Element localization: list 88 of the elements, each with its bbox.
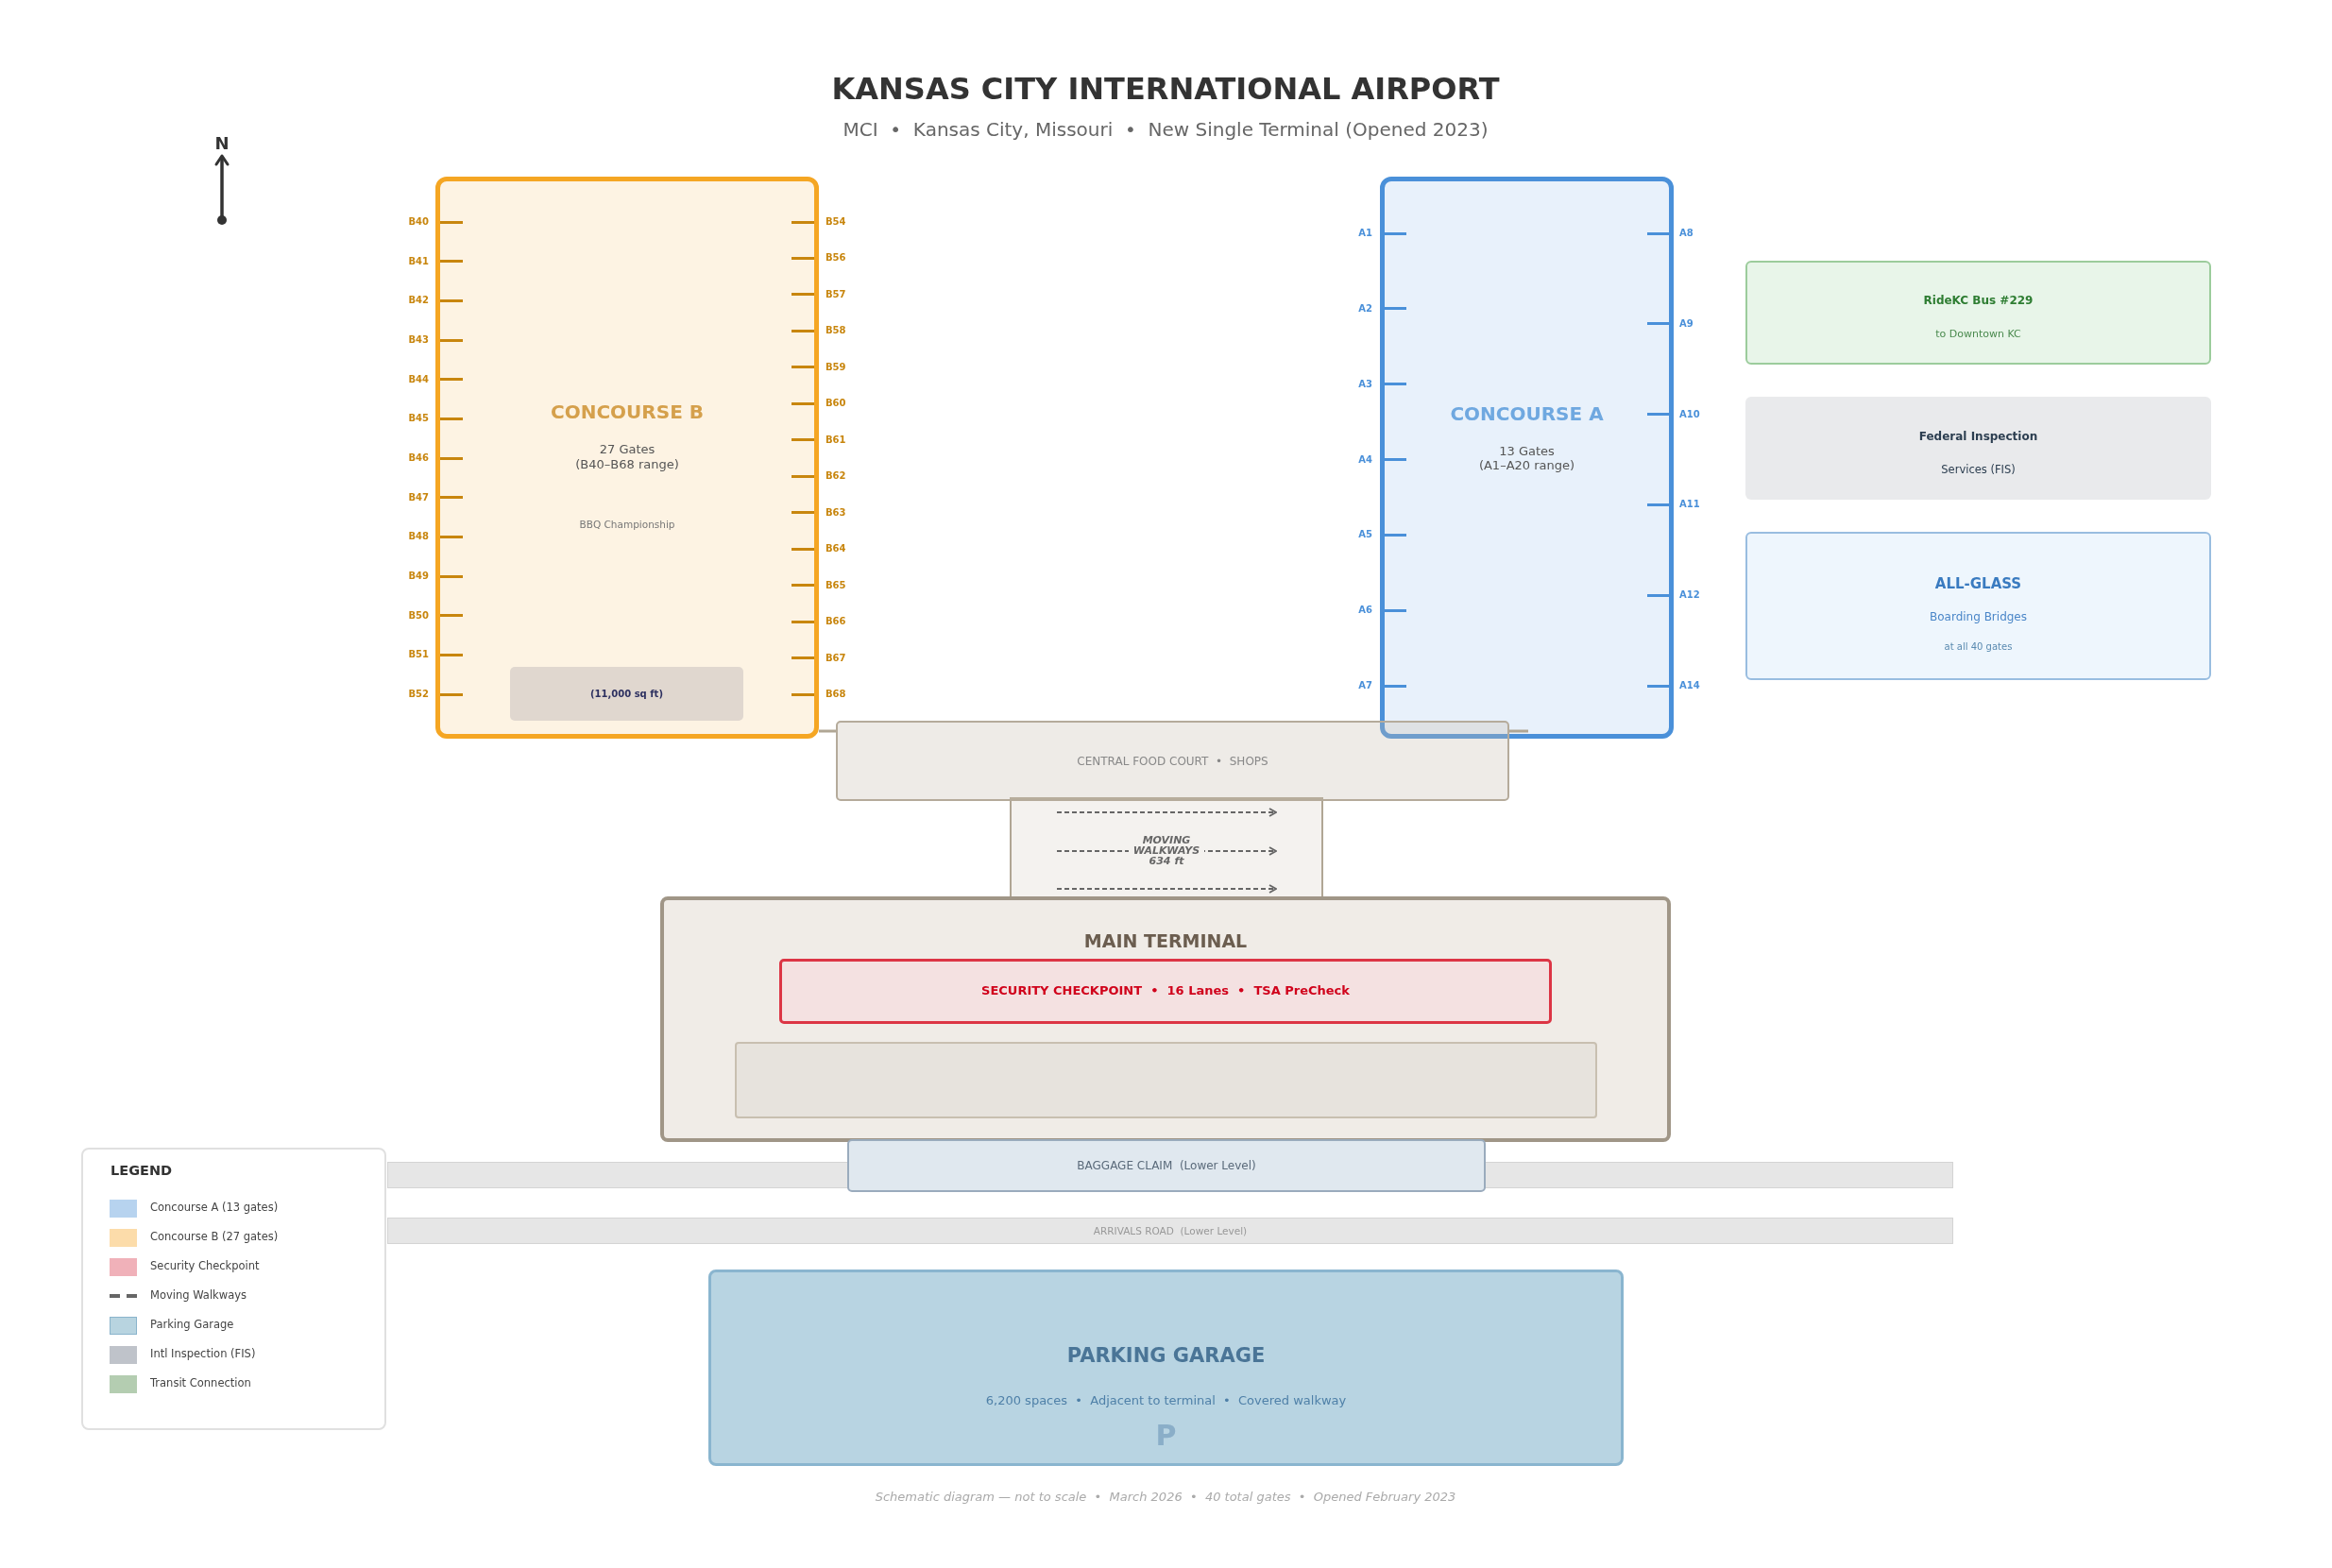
legend-label: Concourse A (13 gates) [150,1202,279,1215]
gate-label: B50 [408,609,429,622]
gate-label: A12 [1679,589,1700,602]
parking-details: 6,200 spaces • Adjacent to terminal • Covered walkway [985,1393,1347,1408]
gate-label: B41 [408,255,429,267]
subtitle: MCI • Kansas City, Missouri • New Single Terminal (Opened 2023) [843,118,1489,141]
food-court-box [836,721,1509,801]
gate-label: B44 [408,373,429,385]
legend-title: LEGEND [111,1163,173,1180]
gate-label: B40 [408,216,429,228]
concourse-box [1380,177,1674,739]
gate-label: B42 [408,295,429,307]
gate-label: A10 [1679,408,1700,420]
security-box [779,959,1552,1024]
feature-note: at all 40 gates [1944,641,2013,653]
gate-summary: 27 Gates (B40–B68 range) [574,442,680,472]
gate-label: B61 [826,434,846,446]
gate-label: B46 [408,452,429,464]
inspection-note: Services (FIS) [1941,464,2016,477]
empty-box [735,1042,1597,1118]
gate-label: B64 [826,543,846,555]
parking-title: PARKING GARAGE [1066,1344,1266,1369]
gate-label: A2 [1358,302,1372,315]
connector-line [819,729,836,733]
inspection-title: Federal Inspection [1918,429,2038,444]
dining-note: BBQ Championship [579,518,675,531]
gate-label: B56 [826,252,846,264]
gate-label: B58 [826,325,846,337]
gate-summary: 13 Gates (A1–A20 range) [1477,443,1576,474]
road-label: ARRIVALS ROAD (Lower Level) [1093,1224,1248,1237]
concourse-box [435,177,819,739]
legend-label: Moving Walkways [150,1289,247,1303]
feature-subtitle: Boarding Bridges [1930,609,2027,624]
gate-label: B57 [826,288,846,300]
feature-title: ALL-GLASS [1934,575,2022,592]
gate-label: B54 [826,216,846,228]
gate-label: A14 [1679,680,1700,691]
gate-label: A1 [1358,228,1372,239]
concourse-title: CONCOURSE A [1450,402,1604,425]
gate-label: B60 [826,398,846,410]
terminal-title: MAIN TERMINAL [1083,929,1248,952]
gate-label: B63 [826,506,846,519]
parking-box [708,1270,1624,1466]
legend-label: Intl Inspection (FIS) [150,1348,256,1361]
gate-label: A6 [1358,605,1372,617]
legend-label: Transit Connection [150,1377,251,1390]
gate-label: B47 [408,491,429,503]
security-label: SECURITY CHECKPOINT • 16 Lanes • TSA PreCheck [981,983,1350,998]
road-band [387,1218,1953,1244]
gate-label: A5 [1358,529,1372,541]
gate-label: A8 [1679,228,1694,239]
legend-label: Security Checkpoint [150,1260,260,1273]
concourse-title: CONCOURSE B [551,401,704,423]
gate-label: B68 [826,689,846,700]
gate-label: B65 [826,579,846,591]
gate-label: B51 [408,649,429,661]
gate-label: B43 [408,334,429,346]
transit-title: RideKC Bus #229 [1923,293,2034,308]
gate-label: B52 [408,689,429,700]
gate-label: B62 [826,470,846,483]
gate-label: B45 [408,413,429,425]
gate-label: A4 [1358,453,1372,466]
gate-label: B67 [826,652,846,664]
bridge-info-box [1745,532,2211,680]
diagram-title: KANSAS CITY INTERNATIONAL AIRPORT [831,70,1500,108]
legend-label: Parking Garage [150,1319,234,1332]
baggage-claim-box [847,1139,1486,1192]
gate-label: A11 [1679,499,1700,511]
walkway-label: MOVING WALKWAYS 634 ft [1129,835,1204,867]
gate-label: A7 [1358,680,1372,691]
gate-label: B59 [826,361,846,373]
lounge-box [510,667,743,721]
connector-line [1509,729,1528,733]
legend-label: Concourse B (27 gates) [150,1231,279,1244]
gate-label: B66 [826,616,846,628]
gate-label: A3 [1358,378,1372,390]
footer-note: Schematic diagram — not to scale • March 2026 • 40 total gates • Opened February 2023 [875,1490,1456,1505]
transit-info-box [1745,261,2211,365]
compass-label: N [214,133,230,154]
transit-note: to Downtown KC [1935,328,2021,341]
lounge-label: (11,000 sq ft) [590,688,663,700]
food-court-label: CENTRAL FOOD COURT • SHOPS [1077,754,1268,769]
walkway-box [1010,797,1323,899]
baggage-claim-label: BAGGAGE CLAIM (Lower Level) [1077,1158,1256,1173]
terminal-box [660,896,1671,1142]
gate-label: A9 [1679,317,1694,330]
gate-label: B49 [408,571,429,582]
gate-label: B48 [408,531,429,543]
